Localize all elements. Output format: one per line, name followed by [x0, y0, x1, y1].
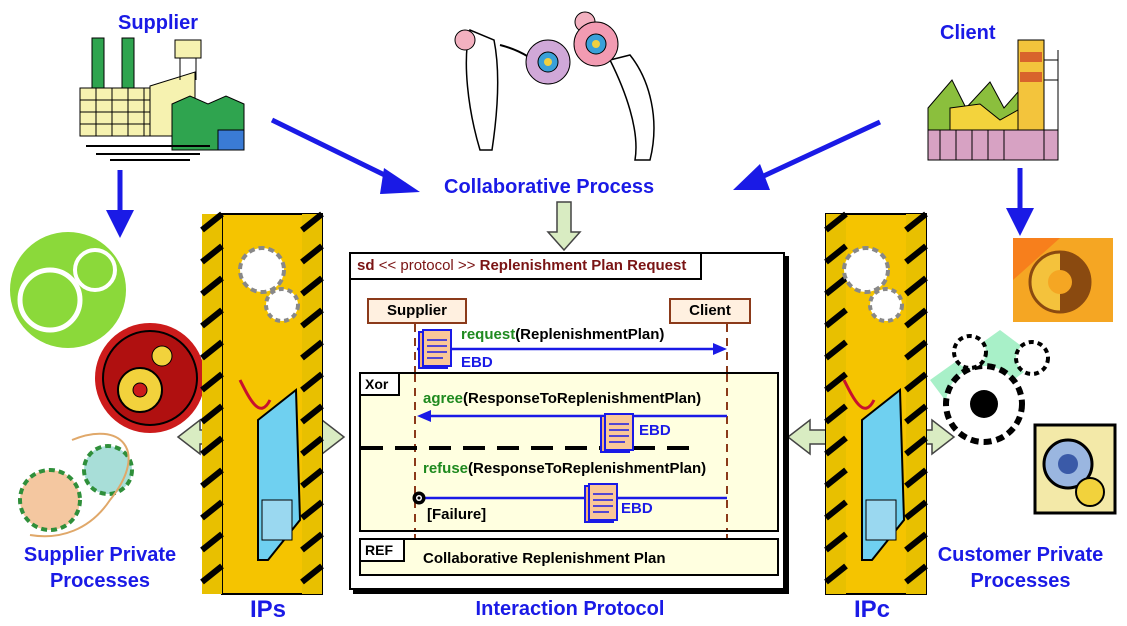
supplier-to-process-arrow: [270, 117, 420, 194]
supplier-down-arrow: [106, 170, 134, 238]
supplier-title: Supplier: [118, 12, 199, 34]
ebd-label: EBD: [461, 354, 493, 371]
ref-text: Collaborative Replenishment Plan: [423, 550, 666, 567]
supplier-private-line2: Processes: [49, 570, 151, 592]
client-factory-icon: [927, 39, 1059, 161]
frame-name: Replenishment Plan Request: [479, 257, 687, 274]
gears-icon: [930, 238, 1117, 515]
ips-label: IPs: [249, 596, 287, 623]
supplier-private-caption: Supplier Private Processes: [0, 542, 200, 594]
customer-private-line1: Customer Private: [937, 544, 1104, 566]
people-gears-icon: [454, 11, 655, 161]
message-refuse-op: refuse: [423, 460, 469, 477]
process-down-arrow: [546, 201, 582, 252]
frame-stereotype: << protocol >>: [378, 257, 476, 274]
interface-tower-icon: [824, 211, 928, 595]
client-down-arrow: [1006, 168, 1034, 236]
message-agree-arg: (ResponseToReplenishmentPlan): [463, 390, 702, 407]
interface-tower-icon: [200, 211, 324, 595]
ebd-label: EBD: [621, 500, 653, 517]
message-request: request(ReplenishmentPlan): [461, 326, 664, 343]
lifeline-client: Client: [669, 298, 751, 324]
document-icon: [418, 329, 452, 369]
gears-icon: [10, 232, 205, 538]
xor-label: Xor: [361, 374, 401, 396]
client-to-process-arrow: [733, 119, 882, 190]
sequence-diagram-frame: sd << protocol >> Replenishment Plan Req…: [349, 252, 785, 590]
xor-fragment: Xor agree(ResponseToReplenishmentPlan) E…: [359, 372, 779, 532]
ebd-label: EBD: [639, 422, 671, 439]
collaborative-process-title: Collaborative Process: [444, 176, 655, 198]
customer-private-line2: Processes: [970, 570, 1071, 592]
message-agree: agree(ResponseToReplenishmentPlan): [423, 390, 701, 407]
message-request-op: request: [461, 326, 516, 343]
frame-title: sd << protocol >> Replenishment Plan Req…: [351, 254, 703, 280]
frame-sd-keyword: sd: [357, 257, 375, 274]
customer-private-caption: Customer Private Processes: [918, 542, 1123, 594]
supplier-private-line1: Supplier Private: [23, 544, 177, 566]
ref-fragment: REF Collaborative Replenishment Plan: [359, 538, 779, 576]
document-icon: [584, 483, 618, 523]
failure-label: [Failure]: [427, 506, 487, 523]
ipc-label: IPc: [853, 596, 891, 623]
message-request-arg: (ReplenishmentPlan): [515, 326, 665, 343]
message-refuse-arg: (ResponseToReplenishmentPlan): [468, 460, 707, 477]
client-title: Client: [940, 22, 996, 44]
interaction-protocol-label: Interaction Protocol: [475, 598, 665, 620]
document-icon: [600, 413, 634, 453]
ref-label: REF: [361, 540, 405, 562]
xor-lines: [361, 374, 728, 530]
message-refuse: refuse(ResponseToReplenishmentPlan): [423, 460, 706, 477]
message-agree-op: agree: [423, 390, 464, 407]
lifeline-supplier: Supplier: [367, 298, 467, 324]
factory-icon: [79, 37, 245, 161]
